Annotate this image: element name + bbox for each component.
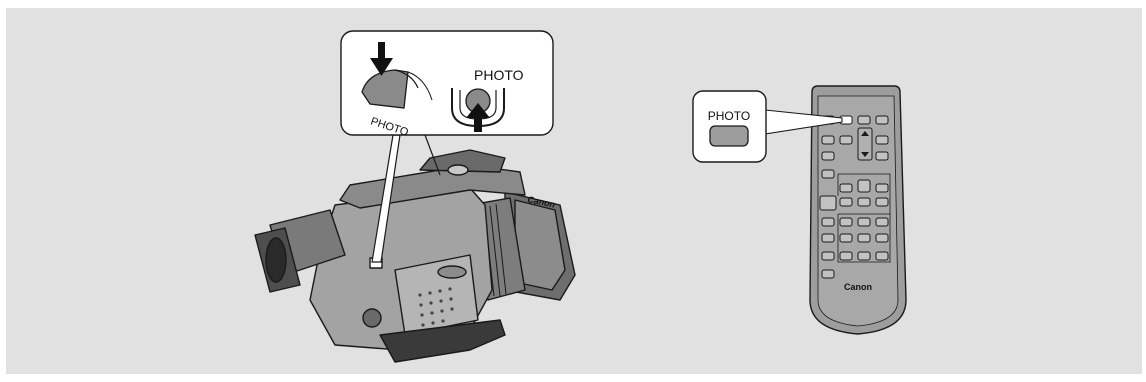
camcorder-callout: PHOTO PHOTO <box>341 31 553 139</box>
remote-callout: PHOTO <box>693 91 766 162</box>
camcorder: Canon <box>255 150 575 362</box>
remote-brand-text: Canon <box>844 282 872 292</box>
remote-photo-label: PHOTO <box>708 109 750 123</box>
photo-button-label: PHOTO <box>474 67 524 83</box>
remote-photo-button <box>710 126 748 146</box>
